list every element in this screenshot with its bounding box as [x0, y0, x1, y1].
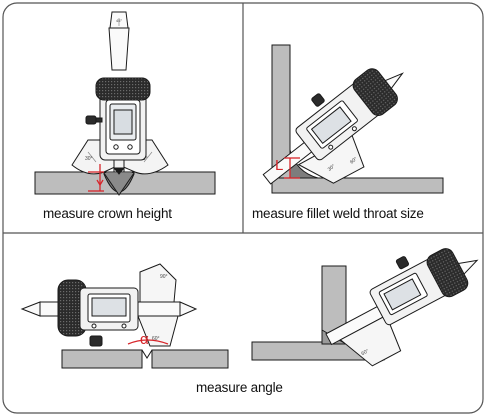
digital-display — [310, 106, 352, 145]
caption-fillet-throat: measure fillet weld throat size — [252, 206, 424, 221]
horizontal-plate — [271, 177, 444, 194]
fillet-weld-illustration: 30° 60° — [262, 44, 444, 194]
thumb-wheel — [85, 115, 97, 125]
svg-text:60°: 60° — [349, 156, 359, 165]
knurled-grip — [95, 77, 151, 101]
thumb-wheel — [395, 256, 410, 270]
right-plate — [151, 349, 229, 369]
crown-height-illustration: 30° 30° 45° — [34, 11, 216, 196]
svg-text:60°: 60° — [360, 348, 369, 357]
svg-text:60°: 60° — [152, 336, 160, 342]
caption-crown-height: measure crown height — [43, 206, 172, 221]
gauge-angle-plate — [339, 314, 402, 367]
angle-left-illustration: 90° 60° — [20, 263, 229, 369]
svg-text:30°: 30° — [85, 156, 93, 162]
svg-text:45°: 45° — [116, 18, 122, 23]
svg-text:90°: 90° — [160, 274, 168, 280]
crown-height-marker — [88, 164, 104, 192]
angle-arc-marker — [127, 339, 169, 345]
digital-display — [383, 278, 422, 311]
gauge-angle-plate — [139, 263, 177, 303]
left-plate — [61, 349, 143, 369]
knurled-grip — [352, 68, 398, 116]
throat-size-marker — [284, 157, 300, 179]
caption-measure-angle: measure angle — [196, 380, 283, 395]
angle-alpha-label: α — [140, 331, 149, 348]
throat-size-label: L — [275, 157, 284, 174]
digital-display — [91, 297, 127, 317]
thumb-wheel — [89, 335, 103, 347]
angle-right-illustration: 60° — [251, 248, 479, 367]
thumb-wheel — [311, 93, 325, 107]
knurled-grip — [426, 248, 469, 298]
svg-text:30°: 30° — [327, 163, 337, 172]
